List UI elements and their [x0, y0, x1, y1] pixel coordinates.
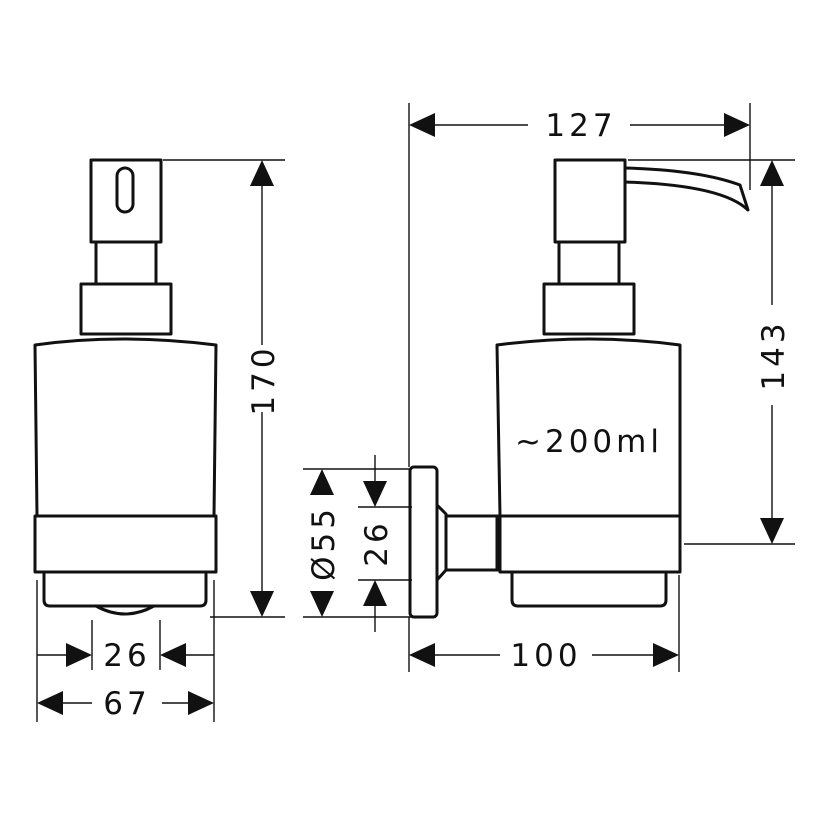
- label-100: 100: [510, 638, 581, 674]
- label-143: 143: [756, 319, 792, 390]
- front-view-dispenser: [33, 158, 218, 616]
- side-pump-collar: [542, 282, 636, 336]
- arrow-26b-bottom: [363, 580, 387, 606]
- arrow-127-right: [724, 113, 750, 137]
- label-170: 170: [246, 344, 282, 415]
- arrow-67-left: [37, 691, 63, 715]
- side-glass-base: [510, 570, 668, 608]
- side-holder-ring: [498, 514, 682, 574]
- arrow-26a-right: [160, 643, 186, 667]
- label-26-base: 26: [103, 638, 150, 674]
- label-capacity: ~200ml: [515, 424, 663, 460]
- holder-ring: [33, 514, 218, 574]
- base-knob: [94, 604, 156, 616]
- arrow-67-right: [188, 691, 214, 715]
- pump-nozzle-slot: [115, 166, 135, 214]
- arrow-26a-left: [66, 643, 92, 667]
- pump-head: [89, 158, 163, 244]
- pump-collar: [79, 282, 173, 336]
- dimension-lines: [36, 103, 795, 722]
- label-diameter-55: Ø55: [306, 505, 342, 581]
- label-127: 127: [545, 108, 616, 144]
- arrow-26b-top: [363, 481, 387, 507]
- label-67: 67: [103, 686, 150, 722]
- glass-body: [33, 337, 218, 518]
- arrow-127-left: [409, 113, 435, 137]
- arrow-d55-top: [310, 469, 334, 495]
- bracket-arm: [444, 514, 502, 572]
- side-view-dispenser: [408, 158, 750, 619]
- pump-stem: [94, 240, 158, 286]
- arrow-100-left: [409, 643, 435, 667]
- side-spout: [623, 166, 750, 212]
- side-glass-body: [495, 337, 682, 518]
- side-pump-head: [553, 158, 627, 244]
- arrow-143-top: [760, 160, 784, 186]
- side-pump-stem: [557, 240, 621, 286]
- arrow-143-bottom: [760, 518, 784, 544]
- glass-base: [42, 570, 208, 608]
- arrow-170-top: [250, 160, 274, 186]
- wall-rosette: [408, 465, 439, 619]
- label-26-rosette: 26: [359, 519, 395, 566]
- arrow-170-bottom: [250, 591, 274, 617]
- arrow-d55-bottom: [310, 591, 334, 617]
- arrow-100-right: [653, 643, 679, 667]
- dimension-labels: 127 170 143 Ø55 26 100 26 67 ~200ml: [103, 108, 792, 722]
